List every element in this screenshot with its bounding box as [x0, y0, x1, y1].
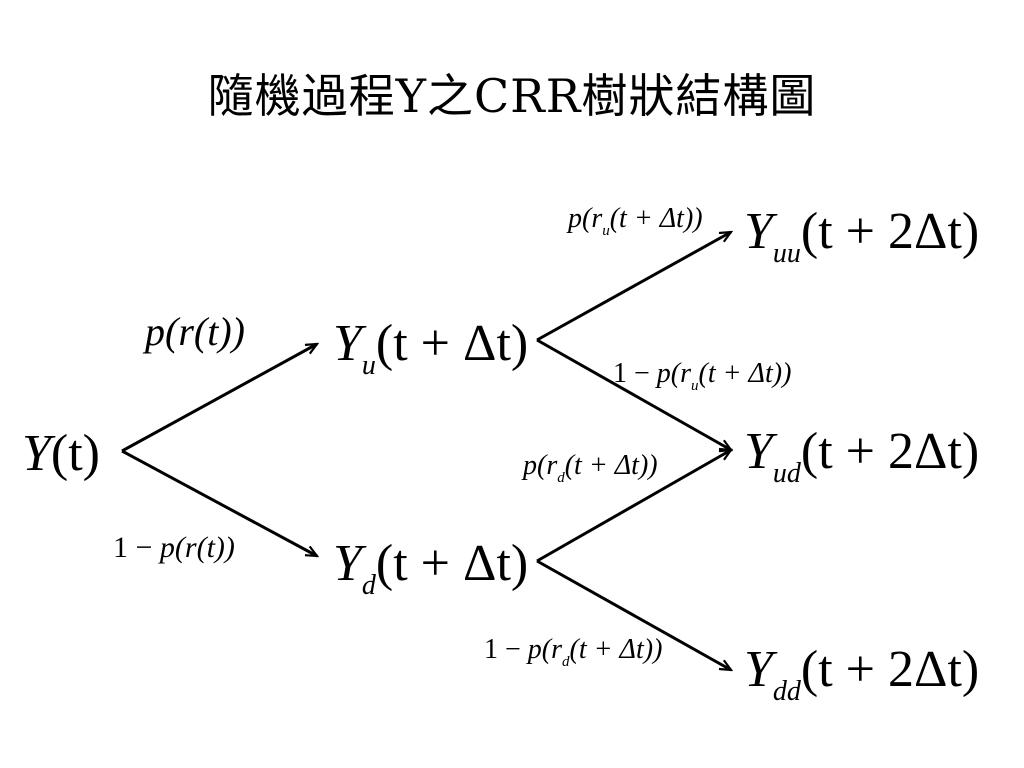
node-y-dd: Ydd(t + 2Δt)	[744, 641, 979, 707]
prob-u-to-uu: p(ru(t + Δt))	[566, 203, 703, 239]
slide-title: 隨機過程Y之CRR樹狀結構圖	[207, 69, 817, 123]
prob-root-to-d: 1 − p(r(t))	[113, 531, 235, 564]
tree-edges	[121, 230, 731, 672]
edge-u-to-ud	[536, 338, 731, 450]
edge-d-to-dd	[536, 559, 731, 672]
node-y-uu: Yuu(t + 2Δt)	[744, 203, 979, 269]
prob-root-to-u: p(r(t))	[142, 309, 245, 354]
node-y-ud: Yud(t + 2Δt)	[744, 423, 979, 489]
edge-root-to-u	[121, 342, 317, 453]
node-y-t: Y(t)	[22, 425, 100, 482]
node-y-u: Yu(t + Δt)	[333, 315, 528, 381]
prob-d-to-ud: p(rd(t + Δt))	[521, 450, 658, 486]
edge-root-to-d	[121, 449, 317, 558]
prob-u-to-ud: 1 − p(ru(t + Δt))	[613, 358, 791, 394]
edge-u-to-uu	[536, 230, 731, 342]
edge-d-to-ud	[536, 450, 731, 563]
node-y-d: Yd(t + Δt)	[333, 535, 528, 601]
prob-d-to-dd: 1 − p(rd(t + Δt))	[484, 634, 662, 670]
